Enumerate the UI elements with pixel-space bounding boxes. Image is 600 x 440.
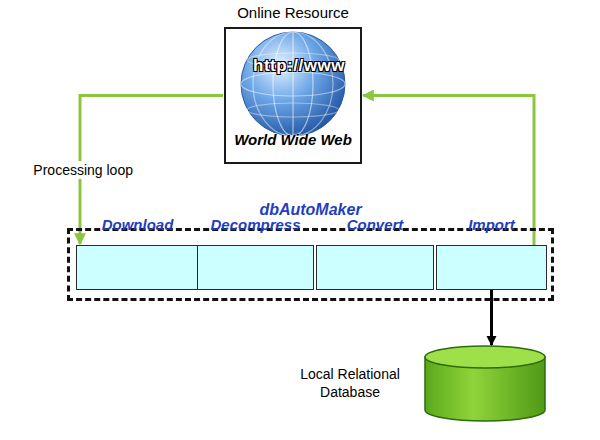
node-text: Import xyxy=(437,216,546,233)
web-resource-box: Online ResourceWorld Wide Web xyxy=(224,27,362,164)
process-box: Import xyxy=(436,245,547,290)
process-box: Convert xyxy=(316,245,434,290)
node-text: Download xyxy=(77,216,198,233)
url-text: http://www xyxy=(253,56,345,76)
node-heading: Local Relational Database xyxy=(285,366,415,401)
globe-icon xyxy=(241,32,345,136)
process-box: Download xyxy=(76,245,199,290)
edge-label: Processing loop xyxy=(30,161,136,179)
database-cylinder xyxy=(425,346,545,421)
node-text: Decompress xyxy=(198,216,313,233)
tool-group-box: dbAutoMakerDownloadDecompressConvertImpo… xyxy=(67,228,554,301)
process-box: Decompress xyxy=(197,245,314,290)
node-heading: Online Resource xyxy=(186,4,400,21)
node-text: Convert xyxy=(317,216,433,233)
node-text: World Wide Web xyxy=(226,131,360,148)
database-node: Local Relational Database xyxy=(425,346,545,422)
